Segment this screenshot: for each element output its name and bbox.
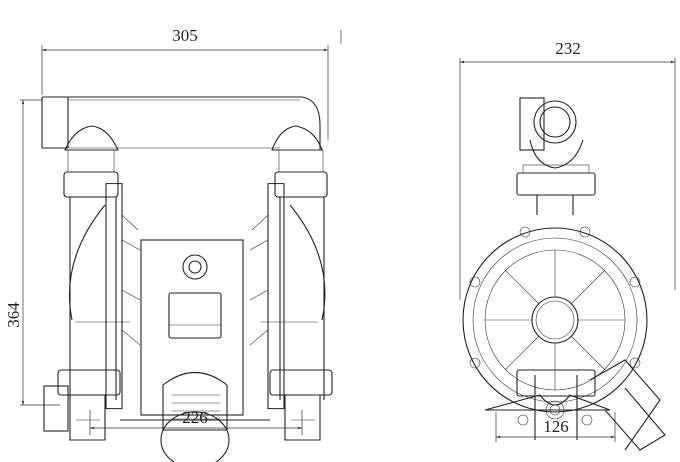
width-dimension-305: 305 xyxy=(172,26,198,45)
side-width-dimension-232: 232 xyxy=(555,39,581,58)
front-dimensions: 305 364 226 xyxy=(4,26,342,435)
height-dimension-364: 364 xyxy=(4,302,23,328)
foot-spacing-dimension-226: 226 xyxy=(182,408,208,427)
muffler xyxy=(162,372,228,431)
top-manifold xyxy=(41,96,321,150)
diaphragm-cover xyxy=(462,227,648,413)
right-discharge-elbow xyxy=(271,125,323,151)
side-view xyxy=(462,97,666,451)
side-dimensions: 232 126 xyxy=(459,39,676,442)
center-body xyxy=(140,239,244,416)
left-discharge-elbow xyxy=(64,125,119,151)
base-width-dimension-126: 126 xyxy=(543,417,569,436)
bottom-manifold xyxy=(69,395,321,441)
front-view xyxy=(41,96,333,462)
nameplate xyxy=(168,292,222,339)
